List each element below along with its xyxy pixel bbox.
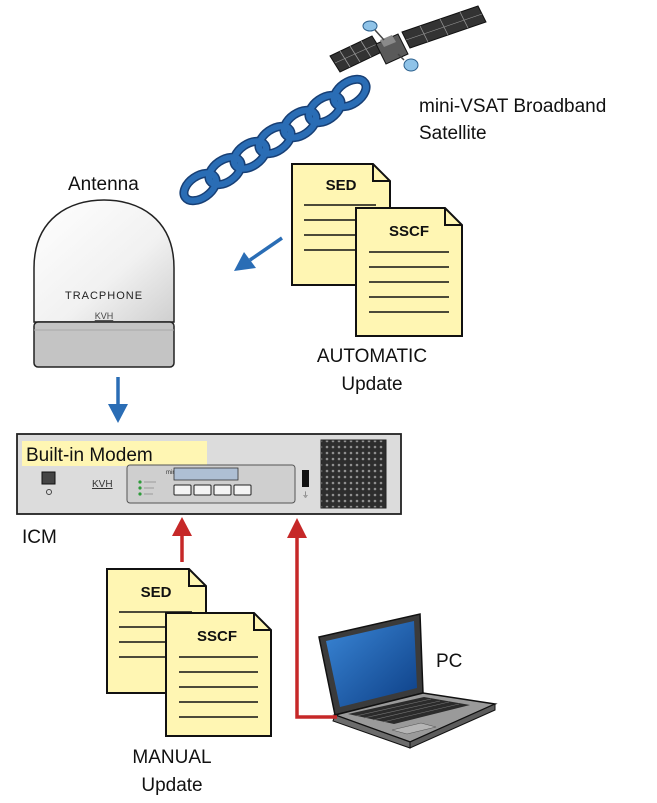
lcd-display [173,467,239,481]
usb-symbol-icon: ⏚ [302,491,309,499]
auto-arrow-icon [234,236,283,271]
antenna: Antenna TRACPHONE KVH [33,174,175,368]
pc-to-icm-arrow-icon [287,518,337,719]
auto-sscf-title: SSCF [389,223,429,240]
antenna-label: Antenna [68,174,139,195]
manual-sscf-title: SSCF [197,628,237,645]
satellite-label-line1: mini-VSAT Broadband [419,96,606,117]
auto-sed-title: SED [326,177,357,194]
icm-front-panel [126,464,296,504]
manual-label-line1: MANUAL [132,747,211,768]
status-led-2-icon [138,486,142,490]
antenna-dome-icon [33,199,175,368]
laptop-icon [318,613,498,749]
automatic-label-line2: Update [341,374,402,395]
automatic-update: SED SSCF AUTOMATIC Update [291,163,463,395]
status-led-1-icon [138,480,142,484]
modem-label-highlight [22,441,207,466]
signal-chain-icon [179,74,371,206]
manual-sed-title: SED [141,584,172,601]
icm-label: ICM [22,527,57,548]
pc-label: PC [436,651,462,672]
antenna-to-icm-arrow-icon [108,377,128,423]
manual-sscf-document: SSCF [165,612,272,737]
panel-button-menu [193,484,212,496]
icm-maker: KVH [92,479,113,490]
satellite-label-line2: Satellite [419,123,487,144]
antenna-maker: KVH [95,311,114,321]
antenna-brand: TRACPHONE [65,290,143,302]
satellite-icon [329,5,487,73]
usb-port-icon [302,470,309,487]
automatic-label-line1: AUTOMATIC [317,346,427,367]
status-led-3-icon [138,492,142,496]
power-switch-icon [41,471,56,485]
power-symbol-icon [46,489,52,495]
pc: PC [318,613,498,749]
panel-button-enter [213,484,232,496]
manual-arrow-icon [172,517,192,562]
panel-buttons [173,484,252,496]
vent-grille [320,439,387,509]
panel-button-cancel [233,484,252,496]
icm-unit: Built-in Modem KVH mini-VSAT ⏚ ICM [16,433,402,548]
auto-sscf-document: SSCF [355,207,463,337]
satellite: mini-VSAT Broadband Satellite [329,5,606,144]
manual-label-line2: Update [141,775,202,796]
panel-button-back [173,484,192,496]
manual-update: SED SSCF MANUAL Update [106,568,272,796]
modem-label: Built-in Modem [26,445,153,466]
